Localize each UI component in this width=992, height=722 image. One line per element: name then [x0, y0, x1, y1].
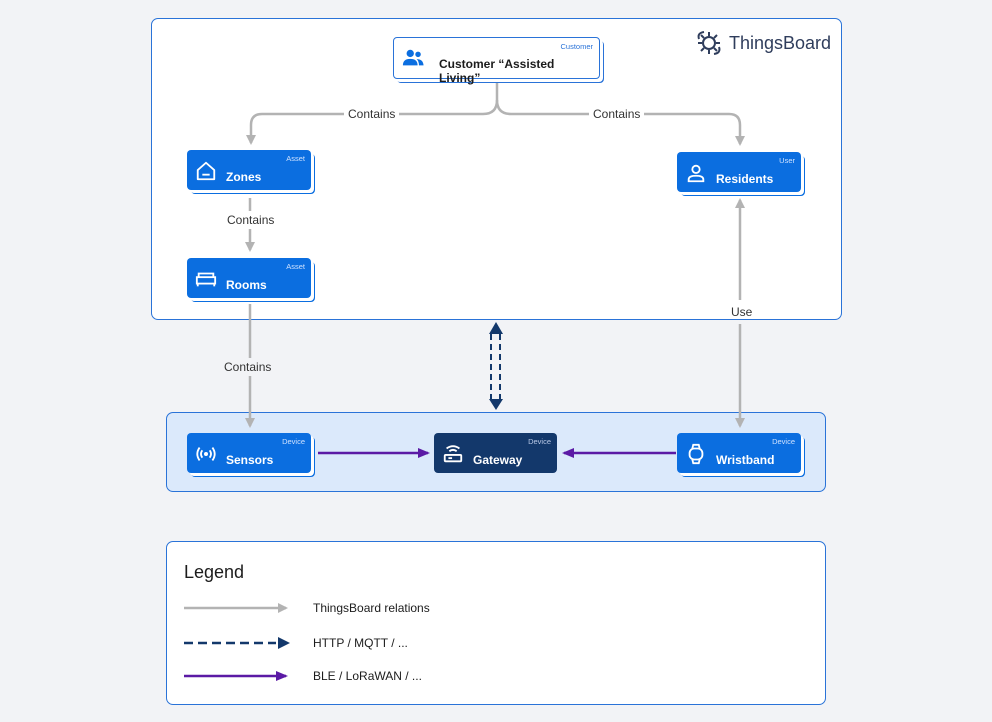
node-label: Sensors [226, 453, 274, 467]
edge-label-customer-zones: Contains [344, 107, 400, 121]
legend-label-http: HTTP / MQTT / ... [313, 636, 408, 650]
node-type: User [779, 156, 795, 165]
edge-label-customer-residents: Contains [589, 107, 645, 121]
node-type: Asset [286, 154, 305, 163]
node-type: Asset [286, 262, 305, 271]
node-label: Residents [716, 172, 774, 186]
node-type: Device [528, 437, 551, 446]
customer-node[interactable]: Customer Customer “Assisted Living” [393, 37, 600, 85]
legend-title: Legend [184, 562, 245, 582]
thingsboard-logo: ThingsBoard [695, 29, 831, 57]
legend-sample-http [184, 637, 290, 649]
residents-node[interactable]: User Residents [677, 152, 801, 192]
node-label: Customer “Assisted Living” [439, 57, 555, 85]
legend-label-ble: BLE / LoRaWAN / ... [313, 669, 422, 683]
edge-customer-residents [495, 99, 745, 146]
watch-icon [688, 443, 704, 465]
thingsboard-logo-icon [697, 31, 721, 55]
bed-icon [195, 272, 217, 287]
logo-text: ThingsBoard [729, 32, 832, 53]
node-label: Wristband [716, 453, 775, 467]
router-icon [443, 445, 463, 463]
edge-gateway-cloud [489, 322, 503, 410]
rooms-node[interactable]: Asset Rooms [187, 258, 311, 298]
edge-label-residents-wristband: Use [727, 305, 757, 319]
node-label: Gateway [473, 453, 523, 467]
node-label: Rooms [226, 278, 267, 292]
person-icon [687, 164, 705, 183]
wristband-node[interactable]: Device Wristband [677, 433, 801, 473]
signal-icon [196, 447, 216, 461]
home-icon [196, 161, 216, 181]
node-type: Customer [560, 42, 593, 51]
node-type: Device [772, 437, 795, 446]
edge-label-zones-rooms: Contains [223, 211, 279, 229]
gateway-node[interactable]: Device Gateway [434, 433, 557, 473]
sensors-node[interactable]: Device Sensors [187, 433, 311, 473]
node-label: Zones [226, 170, 262, 184]
users-icon [402, 49, 424, 66]
node-type: Device [282, 437, 305, 446]
zones-node[interactable]: Asset Zones [187, 150, 311, 190]
legend-label-relations: ThingsBoard relations [313, 601, 430, 615]
edge-label-rooms-sensors: Contains [220, 358, 276, 376]
